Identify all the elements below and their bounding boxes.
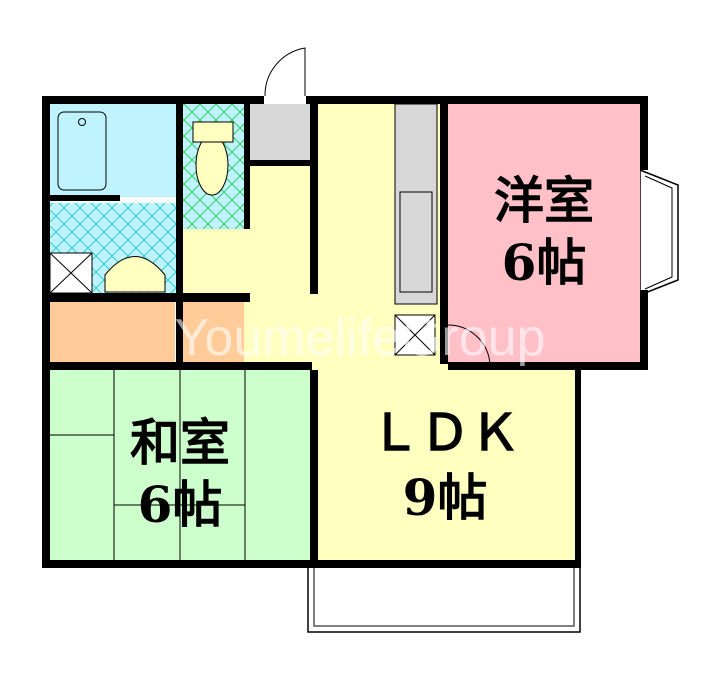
japanese-room <box>50 370 312 560</box>
bathroom <box>50 104 178 197</box>
ldk-room-name: ＬＤＫ <box>370 403 520 462</box>
walls <box>42 96 648 568</box>
closet <box>50 302 175 362</box>
entrance-door <box>264 47 306 97</box>
sink <box>104 256 166 293</box>
japanese-room-size: 6帖 <box>138 475 223 534</box>
watermark: YoumelifeGroup <box>175 309 546 367</box>
bathtub <box>57 111 107 191</box>
closet <box>183 302 244 362</box>
western-room <box>448 104 640 366</box>
western-room-name: 洋室 <box>494 171 594 230</box>
ldk-room-size: 9帖 <box>403 468 488 527</box>
japanese-room-name: 和室 <box>130 413 230 472</box>
western-room-size: 6帖 <box>502 233 587 292</box>
toilet <box>195 134 229 196</box>
storage <box>250 104 314 162</box>
balcony <box>307 559 581 633</box>
